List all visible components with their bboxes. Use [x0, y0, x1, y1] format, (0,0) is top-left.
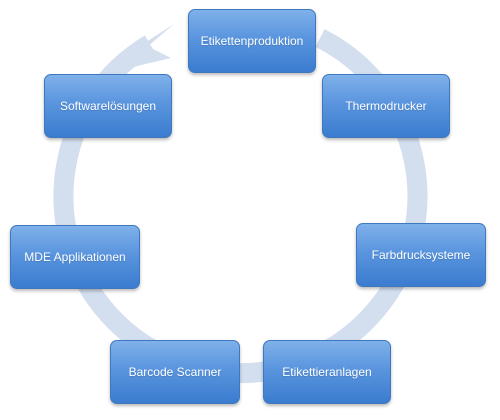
node-thermodrucker: Thermodrucker — [322, 74, 450, 138]
node-label: MDE Applikationen — [24, 250, 126, 264]
node-label: Etikettenproduktion — [200, 34, 304, 48]
node-farbdrucksysteme: Farbdrucksysteme — [356, 223, 486, 287]
node-label: Farbdrucksysteme — [371, 248, 471, 262]
node-mde-applikationen: MDE Applikationen — [10, 225, 140, 289]
node-label: Softwarelösungen — [59, 99, 157, 113]
node-label: Etikettieranlagen — [282, 365, 372, 379]
node-barcode-scanner: Barcode Scanner — [110, 340, 240, 404]
node-label: Barcode Scanner — [128, 365, 222, 379]
cycle-arrowhead — [120, 24, 174, 70]
node-softwareloesungen: Softwarelösungen — [44, 74, 172, 138]
node-etikettieranlagen: Etikettieranlagen — [263, 340, 391, 404]
cycle-arrow-ring — [53, 29, 428, 384]
node-etikettenproduktion: Etikettenproduktion — [188, 9, 316, 73]
node-label: Thermodrucker — [345, 99, 427, 113]
